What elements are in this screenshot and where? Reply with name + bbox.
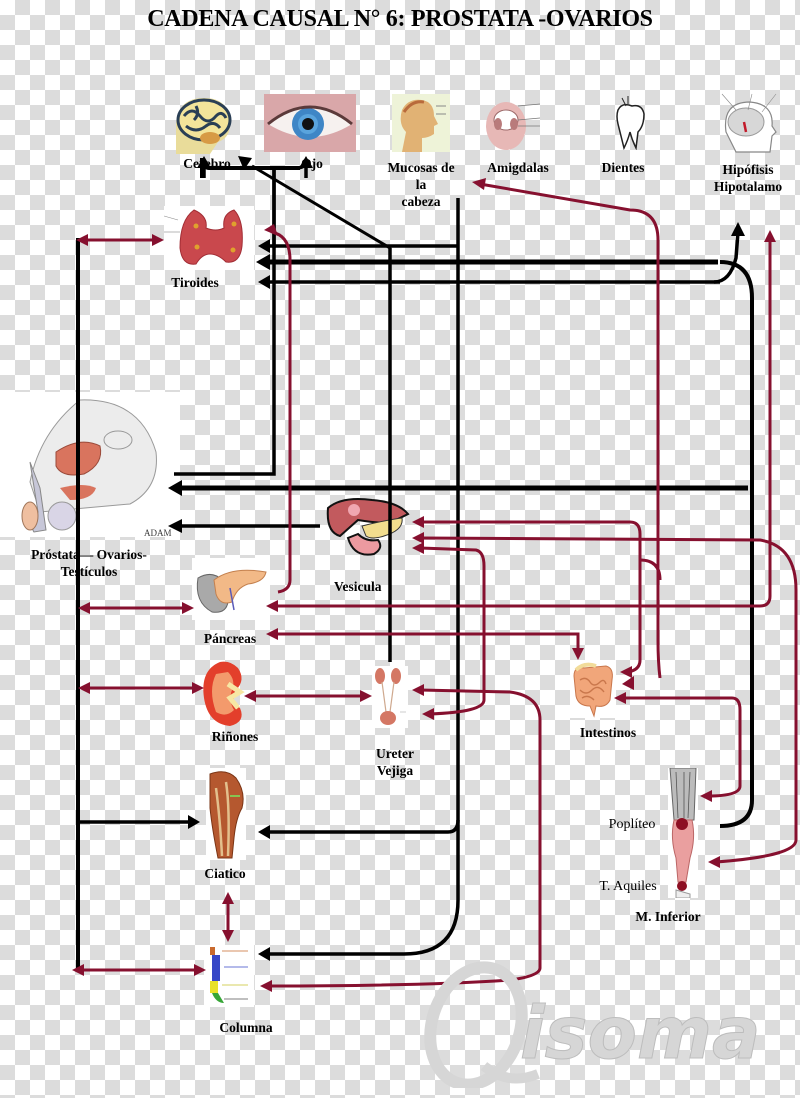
label-amigdalas: Amigdalas: [487, 160, 549, 175]
line-ojo-cerebro: [251, 164, 392, 254]
red-pancreas-intestinos: [272, 632, 580, 656]
eye-icon: [264, 94, 356, 152]
urinary-icon: [372, 666, 408, 728]
thigh-icon: [206, 768, 246, 860]
label-popliteo: Poplíteo: [608, 817, 656, 832]
head-icon: [392, 94, 450, 152]
red-ureter-column: [267, 688, 542, 988]
label-ureter-line2: Vejiga: [376, 763, 414, 778]
label-prostata-line1: Próstata— Ovarios-: [31, 547, 147, 562]
throat-icon: [482, 96, 546, 152]
label-mucosas: Mucosas de la cabeza: [374, 159, 468, 210]
diagram-title: CADENA CAUSAL N° 6: PROSTATA -OVARIOS: [147, 6, 653, 32]
label-intestinos: Intestinos: [579, 725, 637, 740]
label-cerebro: Cerebro: [183, 156, 231, 171]
label-tiroides: Tiroides: [171, 275, 219, 290]
label-hipofisis: Hipófisis Hipotalamo: [700, 161, 796, 195]
red-tiroides-pancreas: [271, 230, 292, 594]
label-ureter: Ureter Vejiga: [360, 745, 430, 779]
red-intestinos-mucosas: [479, 182, 662, 679]
leg-icon: [668, 768, 698, 898]
label-dientes: Dientes: [601, 160, 645, 175]
label-prostata-line2: Testículos: [60, 564, 118, 579]
label-mucosas-line3: cabeza: [401, 194, 441, 209]
kidney-icon: [200, 660, 250, 728]
tooth-icon: [608, 96, 654, 150]
brain-icon: [170, 94, 236, 154]
label-mucosas-line2: la: [415, 177, 427, 192]
liver-icon: [322, 494, 410, 560]
label-aquiles: T. Aquiles: [599, 879, 657, 894]
right-black-loop: [719, 260, 754, 828]
bigloop-column: [264, 820, 460, 956]
label-m-inferior: M. Inferior: [635, 909, 701, 924]
label-rinones: Riñones: [211, 729, 259, 744]
watermark-text: isoma: [520, 991, 761, 1075]
label-prostata: Próstata— Ovarios- Testículos: [14, 546, 164, 580]
label-pancreas: Páncreas: [203, 631, 257, 646]
spine-icon: [204, 945, 254, 1007]
qisoma-watermark: isoma: [424, 961, 761, 1088]
pancreas-icon: [192, 558, 270, 620]
label-hipofisis-line2: Hipotalamo: [713, 179, 783, 194]
label-columna: Columna: [219, 1020, 273, 1035]
label-ureter-line1: Ureter: [376, 746, 414, 761]
thyroid-icon: [164, 206, 254, 270]
curve-hipofisis: [713, 231, 740, 284]
red-vesicula-ureter: [419, 546, 486, 716]
label-ciatico: Ciatico: [204, 866, 246, 881]
red-to-intestines-2: [639, 558, 662, 581]
label-ojo: Ojo: [301, 156, 323, 171]
adam-credit: ADAM: [144, 528, 172, 537]
label-mucosas-line1: Mucosas de: [387, 160, 455, 175]
label-vesicula: Vesicula: [334, 579, 382, 594]
pelvis-icon: ADAM: [0, 392, 180, 537]
label-hipofisis-line1: Hipófisis: [722, 162, 774, 177]
intestine-icon: [570, 660, 616, 718]
red-vesicula-intestinos1: [420, 520, 642, 674]
brain-section-icon: [716, 92, 782, 156]
